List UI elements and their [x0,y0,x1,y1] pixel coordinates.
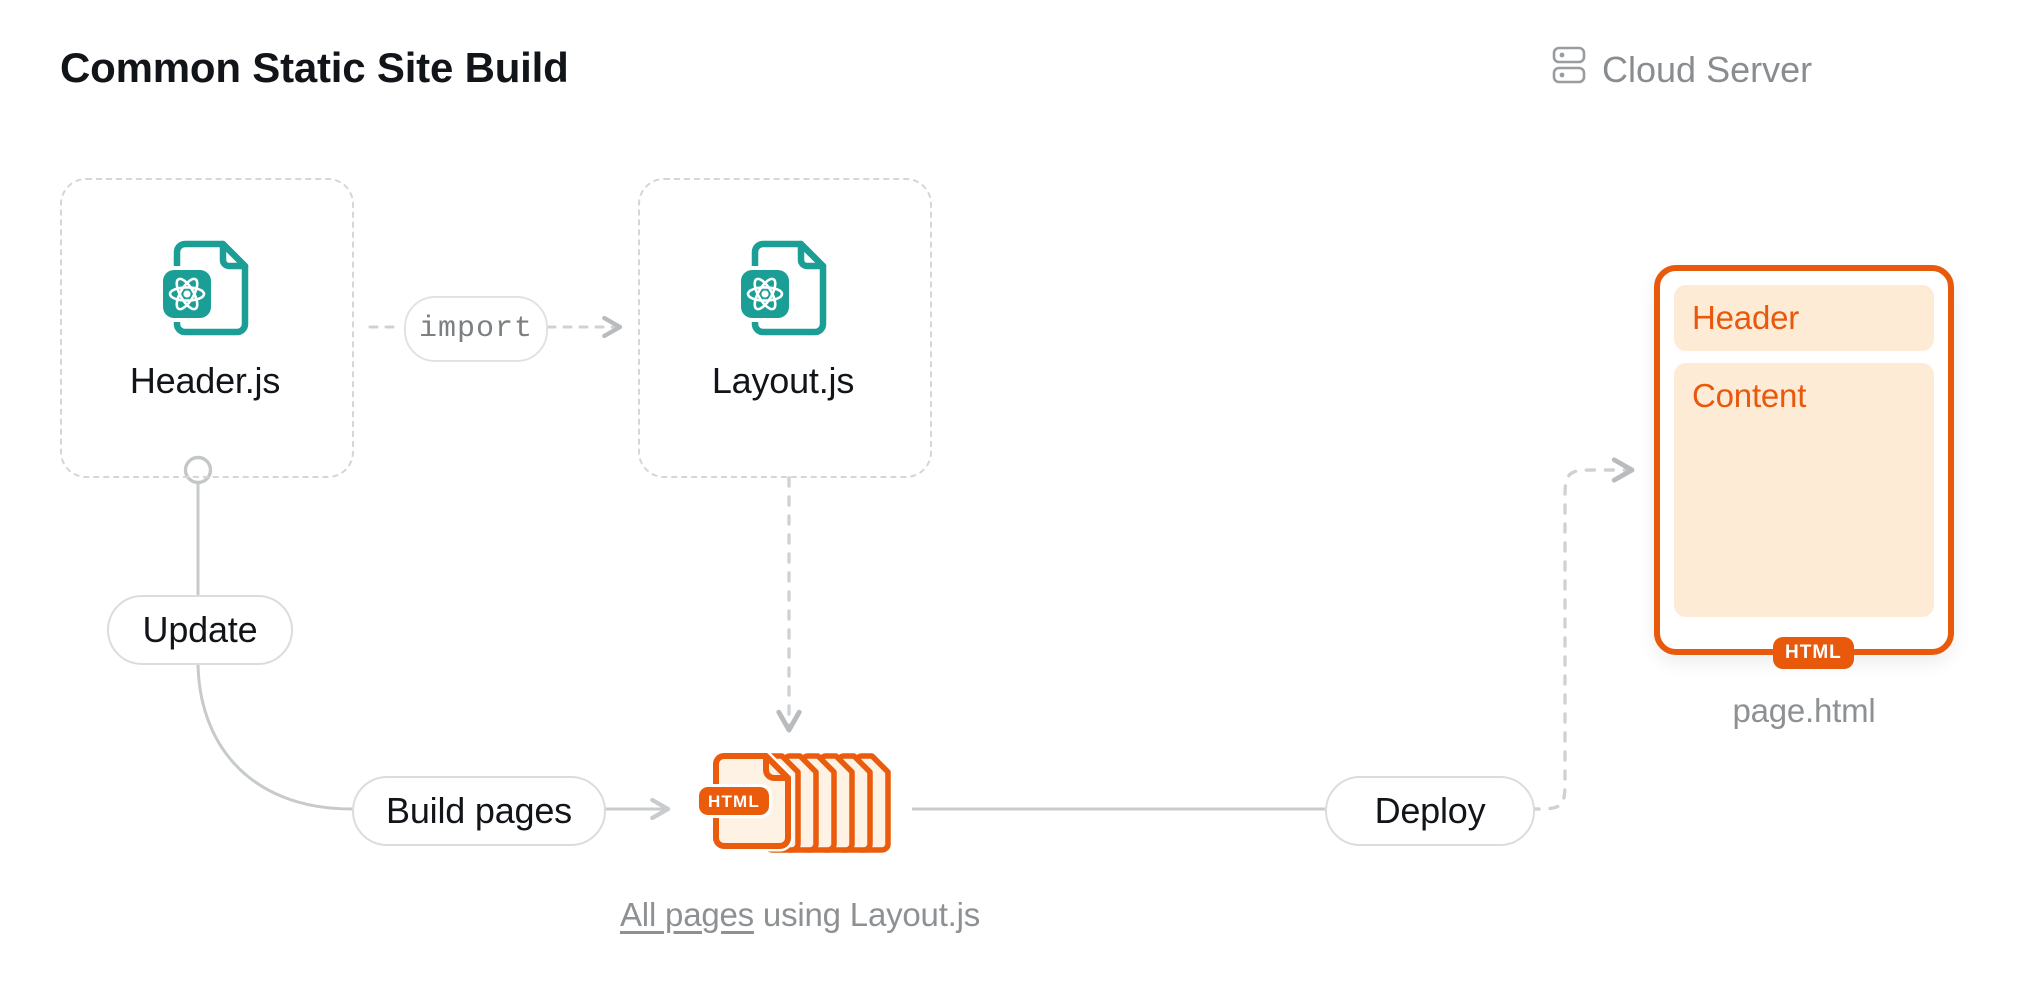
node-header-js[interactable]: Header.js [60,232,350,402]
page-title: Common Static Site Build [60,44,569,91]
import-label: import [418,312,534,346]
page-card-header-block: Header [1674,285,1934,351]
page-html-filename: page.html [1732,692,1876,729]
stack-caption-emphasis: All pages [620,896,754,933]
svg-text:HTML: HTML [708,792,760,811]
cloud-server-badge: Cloud Server [1552,45,1812,94]
header-group-box [60,178,354,478]
deploy-label: Deploy [1374,790,1486,831]
update-action-pill[interactable]: Update [107,595,293,665]
html-file-stack-icon[interactable]: HTML [694,748,904,866]
build-pages-label: Build pages [386,790,572,831]
node-header-js-label: Header.js [129,360,281,401]
update-label: Update [142,609,258,650]
react-file-icon [151,232,259,344]
layout-group-box [638,178,932,478]
cloud-server-label: Cloud Server [1602,48,1813,90]
node-layout-js-label: Layout.js [711,360,855,401]
node-layout-js[interactable]: Layout.js [638,232,928,402]
react-file-icon [729,232,837,344]
page-card-html-badge: HTML [1773,637,1854,669]
build-pages-action-pill[interactable]: Build pages [352,776,606,846]
stack-caption-rest: using Layout.js [753,896,981,933]
stack-caption: All pages using Layout.js [620,896,980,934]
page-card-content-block: Content [1674,363,1934,617]
server-icon [1552,45,1586,94]
page-html-card[interactable]: Header Content [1654,265,1954,655]
import-edge-label[interactable]: import [404,296,548,362]
deploy-action-pill[interactable]: Deploy [1325,776,1535,846]
